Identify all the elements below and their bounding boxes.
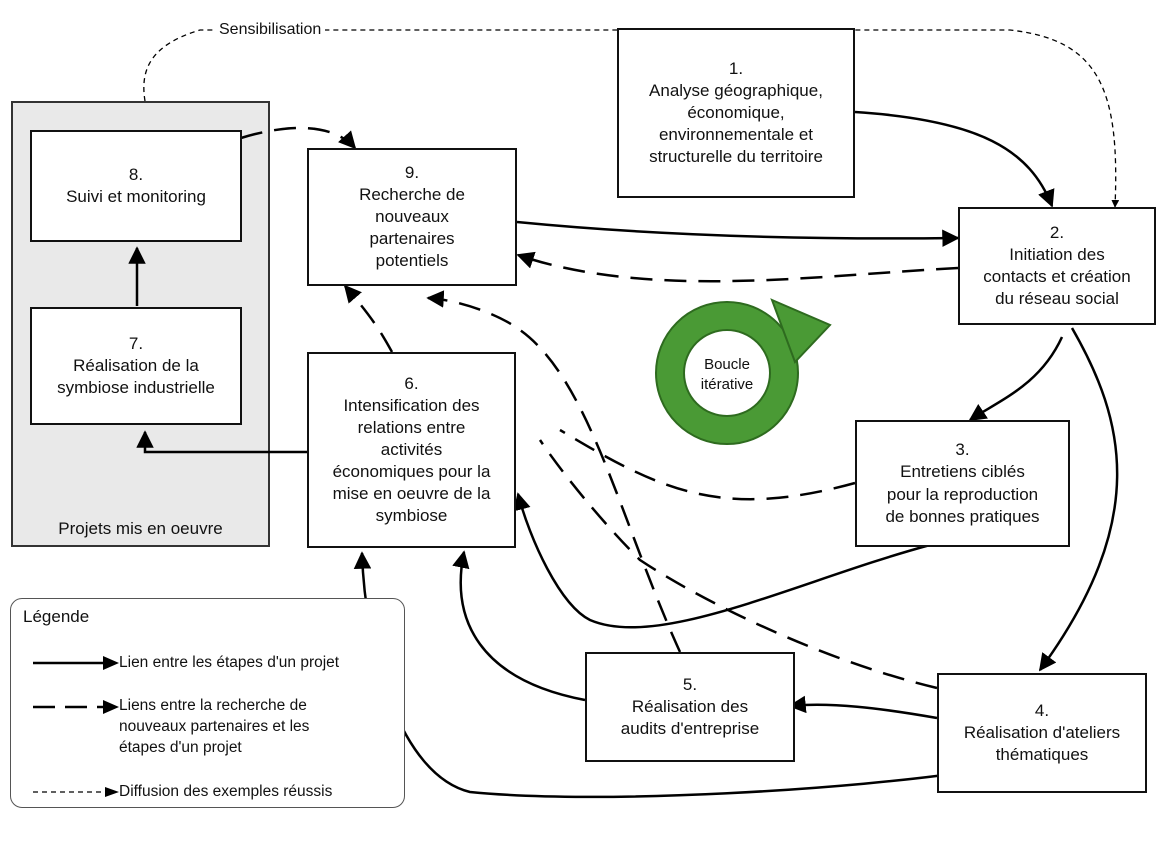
- step-5-box[interactable]: 5. Réalisation des audits d'entreprise: [585, 652, 795, 762]
- edge-5-to-6: [452, 550, 586, 702]
- legend-item-dotted: Diffusion des exemples réussis: [11, 783, 404, 844]
- step-9-number: 9.: [404, 162, 420, 182]
- step-1-text: Analyse géographique, économique, enviro…: [649, 80, 823, 167]
- step-9-text: Recherche de nouveaux partenaires potent…: [359, 184, 465, 271]
- edge-2-to-3: [968, 336, 1064, 422]
- edge-3-to-6-dashed: [559, 428, 856, 501]
- step-5-number: 5.: [682, 674, 698, 694]
- loop-label: Boucle itérative: [700, 356, 754, 393]
- step-6-number: 6.: [404, 373, 419, 393]
- dotted-line-icon: [33, 787, 119, 797]
- step-7-box[interactable]: 7. Réalisation de la symbiose industriel…: [30, 307, 242, 425]
- loop-arrow-head: [770, 298, 832, 364]
- step-2-text: Initiation des contacts et création du r…: [983, 244, 1131, 309]
- step-4-text: Réalisation d'ateliers thématiques: [963, 722, 1121, 765]
- step-7-number: 7.: [128, 333, 144, 353]
- step-6-text: Intensification des relations entre acti…: [332, 395, 491, 526]
- edge-8-to-9: [240, 126, 357, 150]
- step-3-number: 3.: [955, 440, 970, 460]
- edge-2-to-4: [1038, 327, 1119, 672]
- legend-title: Légende: [23, 607, 90, 626]
- solid-line-icon: [33, 656, 119, 670]
- legend: Légende Lien entre les étapes d'un proje…: [10, 598, 405, 808]
- edge-2-to-9: [516, 251, 959, 283]
- edge-4-to-9: [538, 439, 938, 690]
- step-2-box[interactable]: 2. Initiation des contacts et création d…: [958, 207, 1156, 325]
- edge-9-to-2: [516, 220, 960, 247]
- step-1-number: 1.: [728, 58, 744, 78]
- step-5-text: Réalisation des audits d'entreprise: [620, 696, 760, 739]
- edge-6-to-9: [343, 284, 394, 353]
- legend-text-dashed: Liens entre la recherche de nouveaux par…: [119, 697, 310, 756]
- step-8-text: Suivi et monitoring: [66, 187, 206, 206]
- step-1-box[interactable]: 1. Analyse géographique, économique, env…: [617, 28, 855, 198]
- step-3-text: Entretiens ciblés pour la reproduction d…: [885, 462, 1040, 526]
- step-7-text: Réalisation de la symbiose industrielle: [57, 355, 215, 398]
- legend-text-solid: Lien entre les étapes d'un projet: [119, 654, 340, 671]
- edge-6-to-7: [136, 430, 307, 454]
- implemented-projects-label: Projets mis en oeuvre: [58, 519, 223, 538]
- edge-5-to-9: [426, 290, 682, 653]
- edge-4-to-5: [788, 695, 938, 720]
- dashed-line-icon: [33, 700, 119, 714]
- awareness-label: Sensibilisation: [215, 21, 326, 39]
- step-8-number: 8.: [128, 164, 144, 184]
- legend-text-dotted: Diffusion des exemples réussis: [119, 783, 333, 800]
- step-8-box[interactable]: 8. Suivi et monitoring: [30, 130, 242, 242]
- legend-item-dashed: Liens entre la recherche de nouveaux par…: [11, 697, 404, 759]
- edge-3-to-6: [513, 492, 931, 629]
- step-4-box[interactable]: 4. Réalisation d'ateliers thématiques: [937, 673, 1147, 793]
- edge-1-to-2: [854, 110, 1055, 208]
- step-4-number: 4.: [1034, 700, 1050, 720]
- legend-item-solid: Lien entre les étapes d'un projet: [11, 649, 404, 709]
- step-9-box[interactable]: 9. Recherche de nouveaux partenaires pot…: [307, 148, 517, 286]
- step-2-number: 2.: [1049, 222, 1065, 242]
- step-3-box[interactable]: 3. Entretiens ciblés pour la reproductio…: [855, 420, 1070, 547]
- step-6-box[interactable]: 6. Intensification des relations entre a…: [307, 352, 516, 548]
